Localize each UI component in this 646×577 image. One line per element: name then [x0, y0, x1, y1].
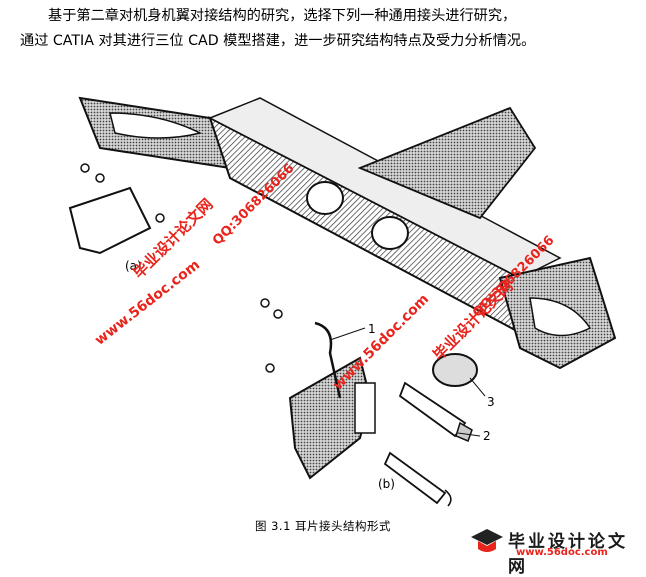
intro-line-2: 通过 CATIA 对其进行三位 CAD 模型搭建，进一步研究结构特点及受力分析情…: [20, 33, 536, 49]
sub-label-b: (b): [378, 477, 395, 491]
joint-structure-drawing: 1 2 3 (b) (a): [68, 96, 617, 507]
bolt-pin-2: [398, 381, 473, 442]
intro-paragraph: 基于第二章对机身机翼对接结构的研究，选择下列一种通用接头进行研究， 通过 CAT…: [20, 4, 630, 54]
graduation-cap-icon: [471, 529, 503, 552]
top-right-fin: [357, 106, 537, 220]
callout-leaders: [329, 327, 486, 437]
callout-3: 3: [487, 395, 495, 409]
site-logo: 毕业设计论文网 www.56doc.com: [470, 525, 640, 577]
joint-structure-figure: 1 2 3 (b) (a): [60, 78, 620, 508]
wing-rib-left: [78, 96, 232, 170]
sub-label-a: (a): [125, 259, 142, 273]
logo-site-text: www.56doc.com: [516, 547, 608, 558]
logo-site: www.56doc.com: [516, 547, 608, 558]
right-fitting: [432, 256, 617, 387]
lug-a: [68, 163, 165, 255]
intro-line-1: 基于第二章对机身机翼对接结构的研究，选择下列一种通用接头进行研究，: [48, 8, 517, 24]
main-spar-beam: [208, 97, 562, 340]
callout-2: 2: [483, 429, 491, 443]
lug-b-assembly: [260, 298, 376, 480]
callout-1: 1: [368, 322, 376, 336]
figure-caption: 图 3.1 耳片接头结构形式: [254, 519, 392, 533]
bolt-pin-lower: [383, 451, 452, 507]
